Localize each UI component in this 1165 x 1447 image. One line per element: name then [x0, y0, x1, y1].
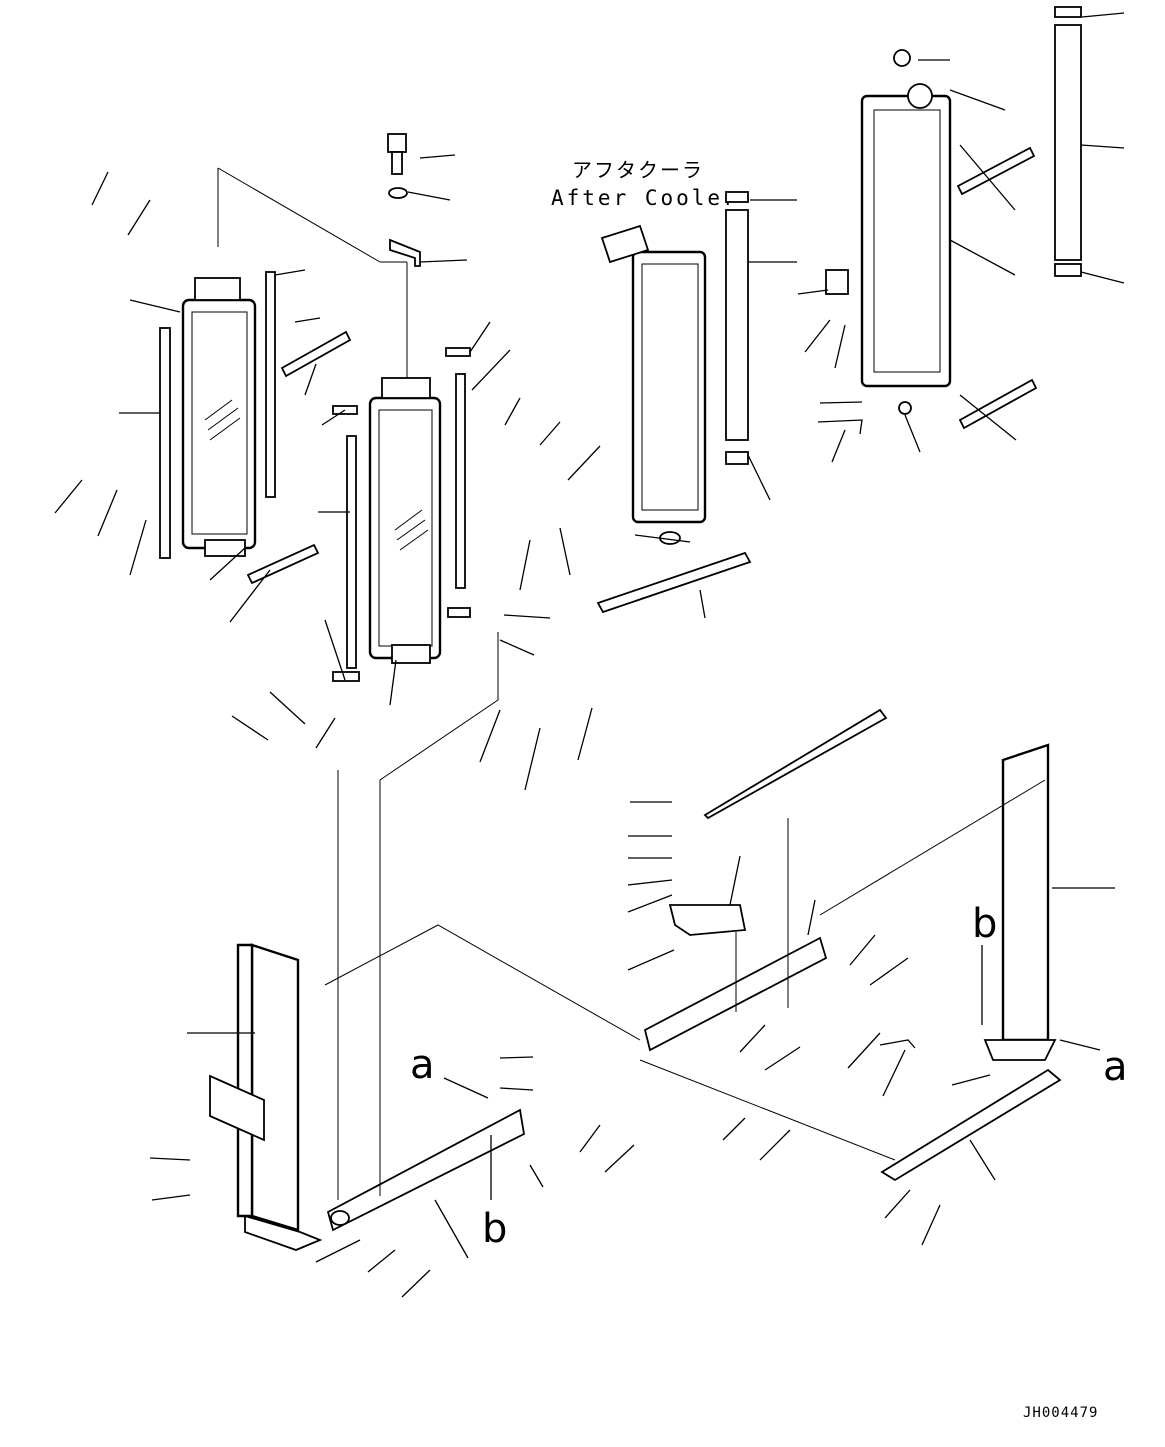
top-bracket-assembly — [387, 133, 421, 267]
ref-mark-a-left: a — [410, 1042, 435, 1088]
ref-arrows — [443, 945, 1101, 1200]
drawing-code: JH004479 — [1023, 1405, 1098, 1421]
seal-strips-left — [159, 271, 352, 585]
oil-cooler-core — [860, 49, 952, 388]
frame-column-right — [880, 743, 1062, 1182]
bottom-bracket-left — [326, 1108, 525, 1232]
leader-lines — [54, 12, 1125, 1298]
aftercooler-label-jp: アフタクーラ — [572, 158, 704, 182]
after-cooler-core — [600, 224, 707, 545]
radiator-core-middle — [368, 377, 442, 664]
ref-mark-a-right: a — [1103, 1044, 1128, 1090]
bottom-bracket-middle — [643, 708, 888, 1052]
after-cooler-seals — [596, 191, 752, 614]
ref-mark-b-left: b — [482, 1206, 507, 1252]
radiator-core-left — [181, 277, 257, 557]
oil-cooler-seals — [817, 6, 1082, 435]
aftercooler-label-en: After Cooler — [551, 186, 739, 210]
assembly-lines — [217, 167, 1046, 1200]
ref-mark-b-right: b — [972, 901, 997, 947]
frame-column-left — [209, 943, 323, 1251]
